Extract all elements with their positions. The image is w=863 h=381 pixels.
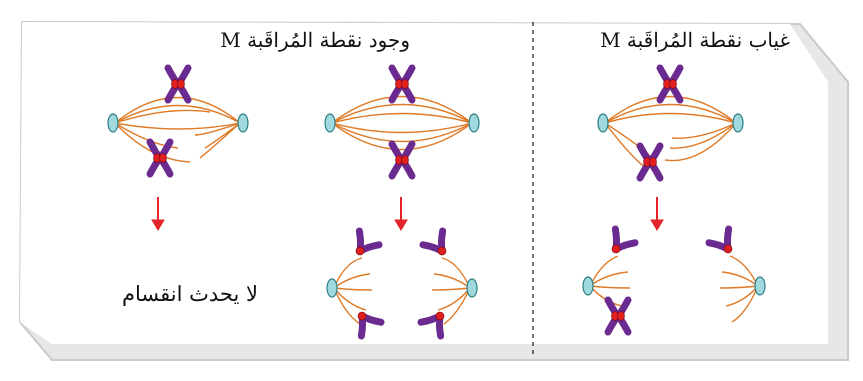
spindle-left-stalled <box>114 96 241 163</box>
title-checkpoint-present: وجود نقطة المُراقَبة M <box>220 28 410 52</box>
arrow-right <box>650 197 664 231</box>
no-division-label: لا يحدث انقسام <box>122 282 258 306</box>
chromosome-icon <box>417 311 445 340</box>
arrow-left <box>151 197 165 231</box>
chromosome-icon <box>705 225 733 254</box>
spindle-middle <box>331 95 473 151</box>
panel-card <box>20 22 828 344</box>
pole-icon <box>732 113 744 133</box>
chromosome-icon <box>419 227 447 256</box>
pole-icon <box>466 278 478 298</box>
pole-icon <box>324 113 336 133</box>
chromosome-icon <box>611 225 639 254</box>
pole-icon <box>597 113 609 133</box>
title-checkpoint-absent: غياب نقطة المُراقَبة M <box>600 28 790 52</box>
chromosome-icon <box>355 227 383 256</box>
chromosome-icon <box>357 311 385 340</box>
pole-icon <box>326 278 338 298</box>
pole-icon <box>107 113 119 133</box>
pole-icon <box>582 276 594 296</box>
pole-icon <box>237 113 249 133</box>
pole-icon <box>754 276 766 296</box>
arrow-middle <box>394 197 408 231</box>
pole-icon <box>468 113 480 133</box>
